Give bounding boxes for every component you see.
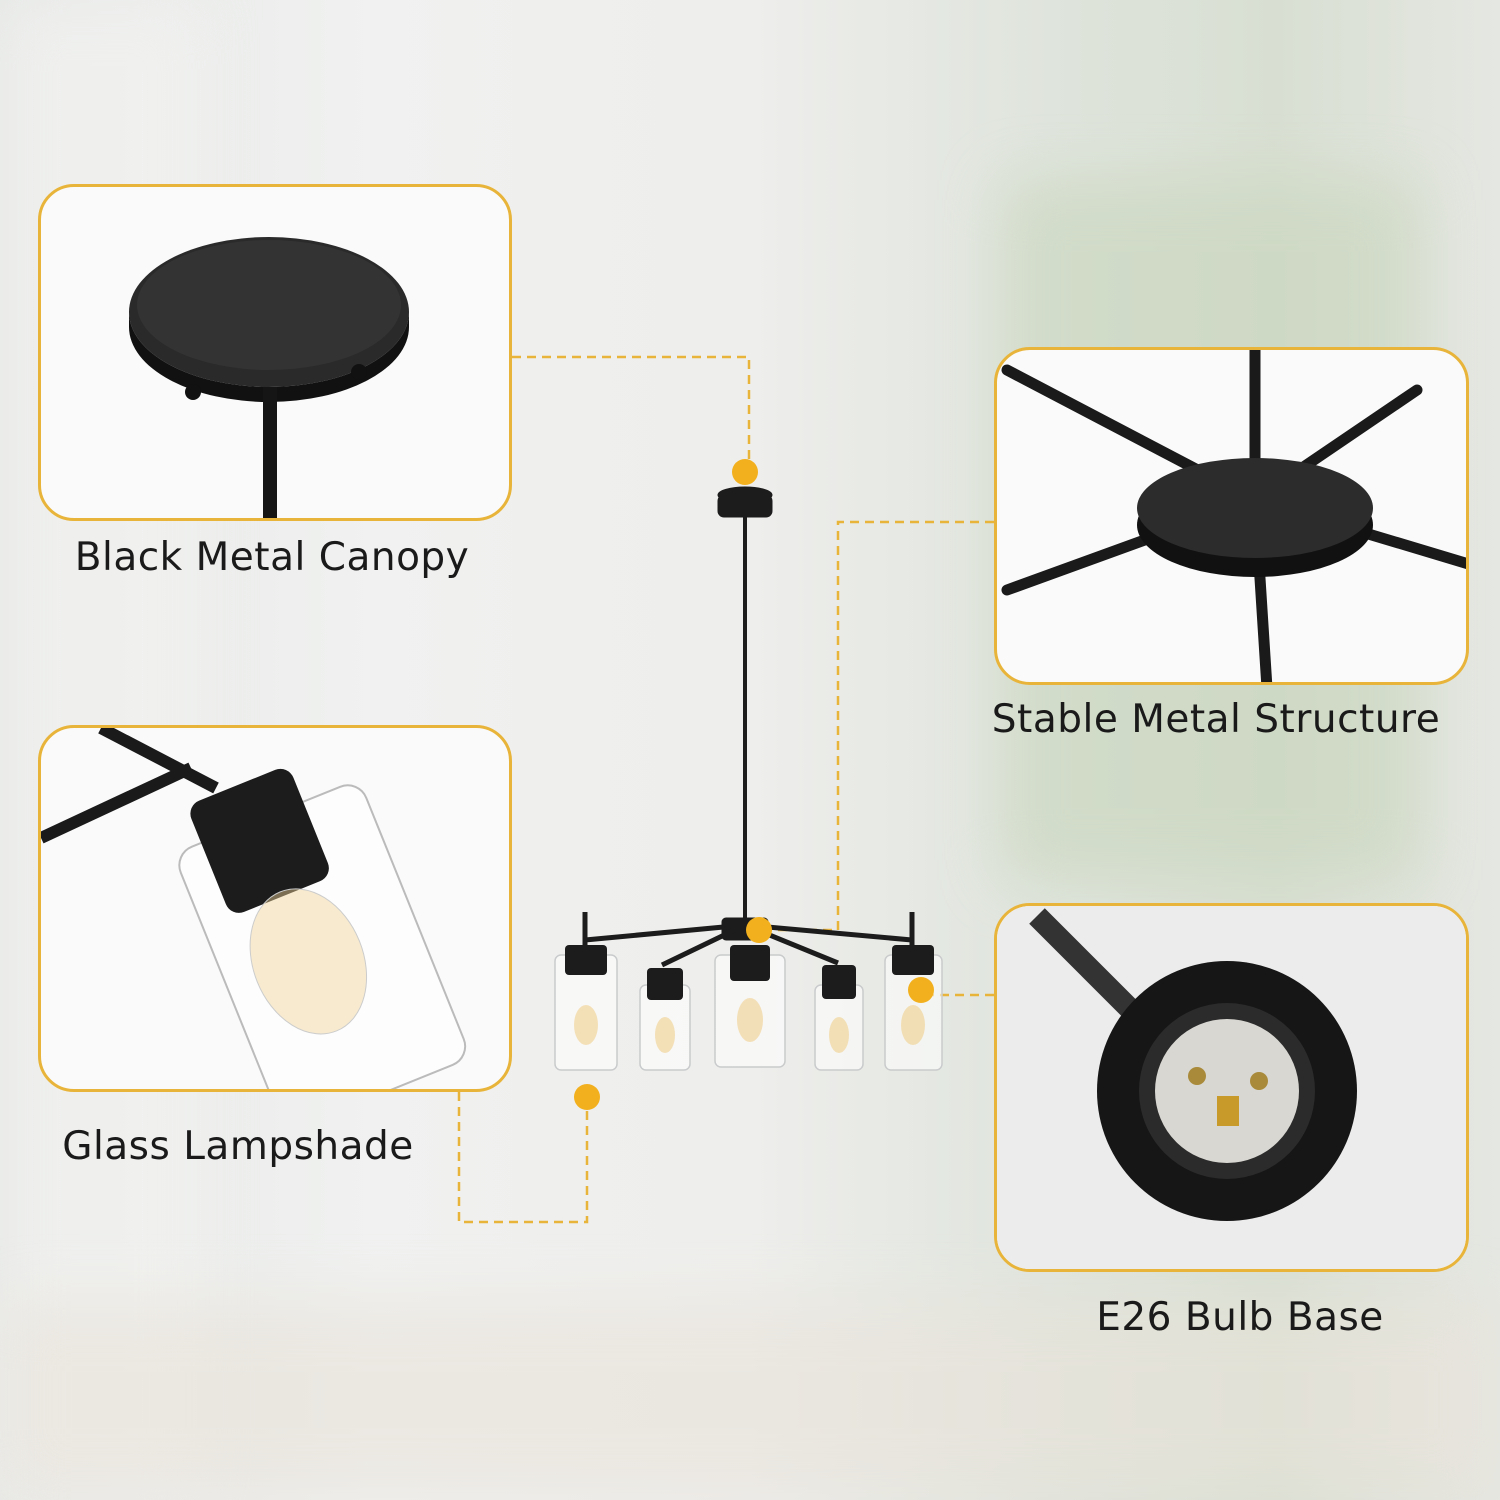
feature-label-bulb-base: E26 Bulb Base [1096,1295,1384,1340]
feature-label-canopy: Black Metal Canopy [74,535,470,580]
bulb-base-illustration [997,906,1466,1269]
callout-dots [574,459,934,1110]
canopy-illustration [129,237,409,518]
structure-detail-image [994,347,1469,685]
bulb-base-detail-image [994,903,1469,1272]
feature-label-structure: Stable Metal Structure [991,697,1441,742]
canopy-detail-image [38,184,512,521]
lampshade-illustration [41,728,467,1089]
lampshade-detail-image [38,725,512,1092]
connector-lines [457,355,994,1224]
chandelier-product [582,486,915,968]
feature-label-lampshade: Glass Lampshade [62,1124,414,1169]
structure-illustration [1001,350,1466,682]
bulb-sockets [565,945,934,1000]
background-floor-blur [0,1300,1500,1500]
bulbs [574,998,925,1053]
